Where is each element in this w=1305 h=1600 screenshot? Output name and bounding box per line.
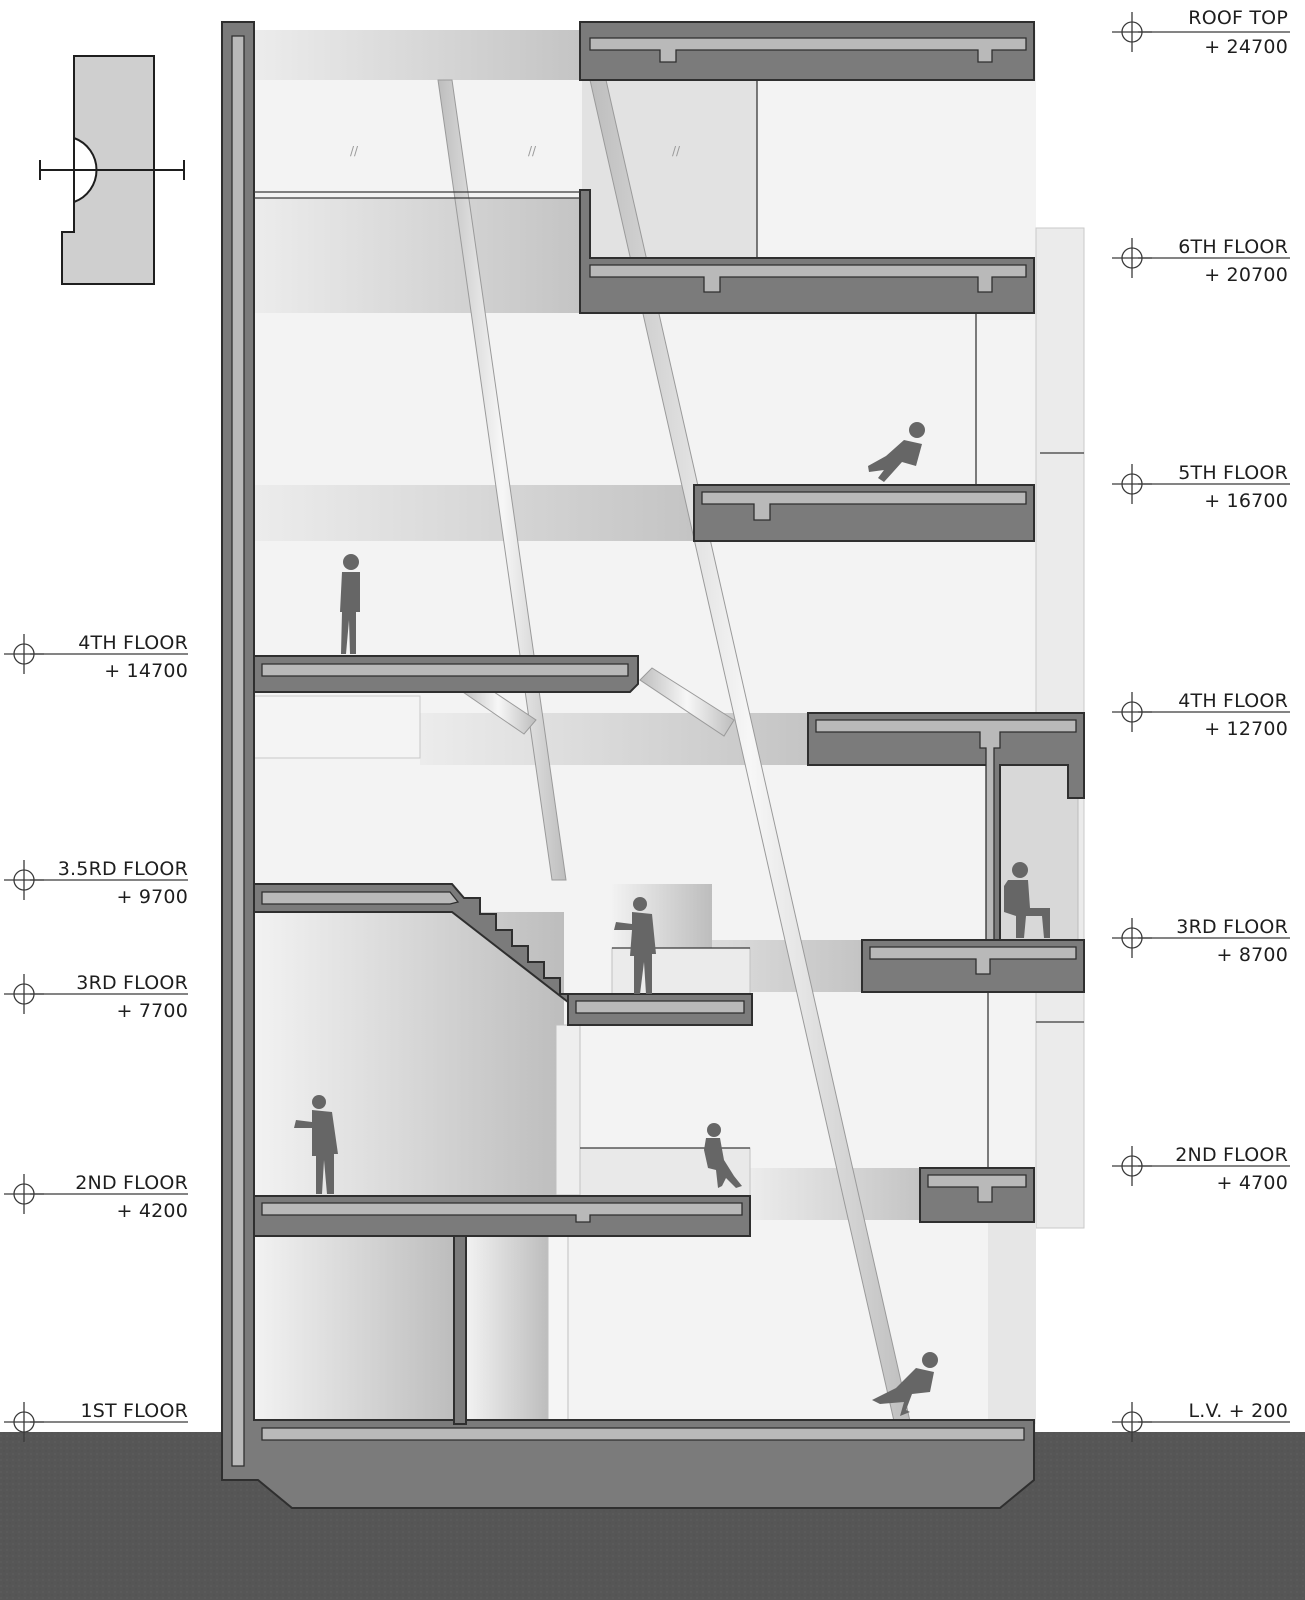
right-level-4th-floor: 4TH FLOOR + 12700 bbox=[1112, 690, 1290, 740]
svg-text://: // bbox=[350, 144, 359, 158]
left-level-elevation: + 4200 bbox=[116, 1200, 188, 1222]
left-level-1st-floor: 1ST FLOOR bbox=[4, 1400, 188, 1442]
left-level-2nd-floor: 2ND FLOOR + 4200 bbox=[4, 1172, 188, 1222]
right-level-lv: L.V. + 200 bbox=[1112, 1400, 1290, 1442]
left-level-name: 3.5RD FLOOR bbox=[58, 858, 188, 880]
left-level-name: 1ST FLOOR bbox=[80, 1400, 188, 1422]
right-level-elevation: + 12700 bbox=[1204, 718, 1288, 740]
person-silhouette-icon bbox=[704, 1123, 742, 1188]
right-level-elevation: + 24700 bbox=[1204, 36, 1288, 58]
right-level-name: L.V. + 200 bbox=[1189, 1400, 1288, 1422]
right-level-elevation: + 20700 bbox=[1204, 264, 1288, 286]
svg-text://: // bbox=[528, 144, 537, 158]
right-level-2nd-floor: 2ND FLOOR + 4700 bbox=[1112, 1144, 1290, 1194]
right-level-name: ROOF TOP bbox=[1188, 7, 1288, 29]
svg-text://: // bbox=[672, 144, 681, 158]
right-4th-floor-slab bbox=[807, 712, 1085, 941]
person-silhouette-icon bbox=[1004, 862, 1050, 938]
person-silhouette-icon bbox=[868, 422, 925, 482]
left-level-4th-floor: 4TH FLOOR + 14700 bbox=[4, 632, 188, 682]
left-level-elevation: + 7700 bbox=[116, 1000, 188, 1022]
left-level-3-5rd-floor: 3.5RD FLOOR + 9700 bbox=[4, 858, 188, 908]
people bbox=[294, 422, 1050, 1416]
right-level-roof-top: ROOF TOP + 24700 bbox=[1112, 7, 1290, 58]
lower-right-wall bbox=[988, 1222, 1036, 1424]
left-level-3rd-floor: 3RD FLOOR + 7700 bbox=[4, 972, 188, 1022]
left-level-elevation: + 9700 bbox=[116, 886, 188, 908]
right-level-name: 2ND FLOOR bbox=[1175, 1144, 1288, 1166]
sixth-floor-slab bbox=[579, 189, 1035, 314]
person-silhouette-icon bbox=[872, 1352, 938, 1416]
left-level-name: 4TH FLOOR bbox=[78, 632, 188, 654]
roof-slab bbox=[579, 21, 1035, 81]
key-plan-icon bbox=[39, 55, 185, 285]
person-silhouette-icon bbox=[294, 1095, 338, 1194]
left-level-name: 2ND FLOOR bbox=[75, 1172, 188, 1194]
right-level-3rd-floor: 3RD FLOOR + 8700 bbox=[1112, 916, 1290, 966]
right-level-name: 4TH FLOOR bbox=[1178, 690, 1288, 712]
right-level-name: 5TH FLOOR bbox=[1178, 462, 1288, 484]
left-level-elevation: + 14700 bbox=[104, 660, 188, 682]
first-floor-wall bbox=[254, 1236, 454, 1424]
left-level-name: 3RD FLOOR bbox=[76, 972, 188, 994]
right-level-name: 6TH FLOOR bbox=[1178, 236, 1288, 258]
right-level-5th-floor: 5TH FLOOR + 16700 bbox=[1112, 462, 1290, 512]
person-silhouette-icon bbox=[614, 897, 656, 994]
left-structural-wall bbox=[221, 21, 1035, 1509]
right-level-name: 3RD FLOOR bbox=[1176, 916, 1288, 938]
left-2nd-floor-slab bbox=[253, 1195, 751, 1237]
right-level-elevation: + 16700 bbox=[1204, 490, 1288, 512]
right-level-elevation: + 8700 bbox=[1216, 944, 1288, 966]
right-level-elevation: + 4700 bbox=[1216, 1172, 1288, 1194]
right-level-6th-floor: 6TH FLOOR + 20700 bbox=[1112, 236, 1290, 286]
person-silhouette-icon bbox=[340, 554, 360, 654]
